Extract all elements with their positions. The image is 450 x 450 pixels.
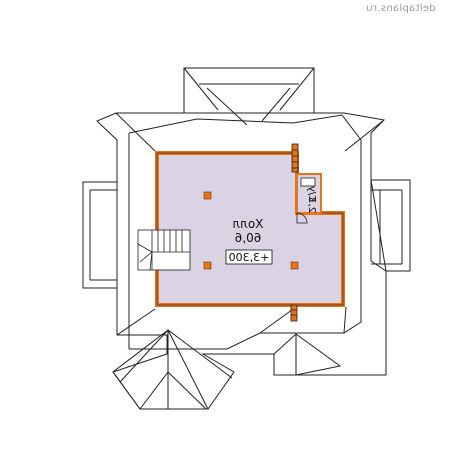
roof-ridge xyxy=(344,119,385,152)
wall-ladder-bottom xyxy=(290,304,298,322)
wc-area-label: 2,3 xyxy=(306,197,317,213)
roof-hip-right xyxy=(273,333,342,376)
roof-eave xyxy=(128,114,362,350)
roof-ridge xyxy=(183,67,219,111)
hall-level-label: +3,300 xyxy=(229,251,270,264)
wc-toilet xyxy=(300,177,316,187)
roof-ridge xyxy=(167,329,233,379)
wc-door xyxy=(296,212,308,224)
post xyxy=(290,261,299,270)
roof-outline xyxy=(82,67,411,410)
hall-area-label: 60,6 xyxy=(235,231,262,245)
hall-name-label: Холл xyxy=(233,217,264,231)
wc-labels: С/у 2,3 xyxy=(306,186,317,213)
roof-ridge xyxy=(115,112,156,152)
roof-ridge xyxy=(279,67,315,111)
posts xyxy=(203,191,299,270)
staircase xyxy=(137,229,191,271)
roof-ridge xyxy=(139,371,169,410)
post xyxy=(203,261,212,270)
post xyxy=(203,191,212,200)
roof-ridge xyxy=(343,306,347,334)
roof-hip-bottom xyxy=(112,329,209,410)
roof-ridge xyxy=(119,329,169,383)
roof-wing-left xyxy=(82,181,118,289)
roof-ridge xyxy=(261,87,291,122)
roof-ridge xyxy=(259,306,297,334)
wc-name-label: С/у xyxy=(306,186,317,202)
roof-wing-right xyxy=(370,179,411,272)
roof-ridge xyxy=(206,87,248,126)
roof-ridge xyxy=(167,371,207,410)
hall-level-box xyxy=(225,249,273,265)
roof-ridge xyxy=(116,308,156,336)
wall-ladder-top xyxy=(291,143,299,173)
roof-dormer-top xyxy=(183,67,315,114)
